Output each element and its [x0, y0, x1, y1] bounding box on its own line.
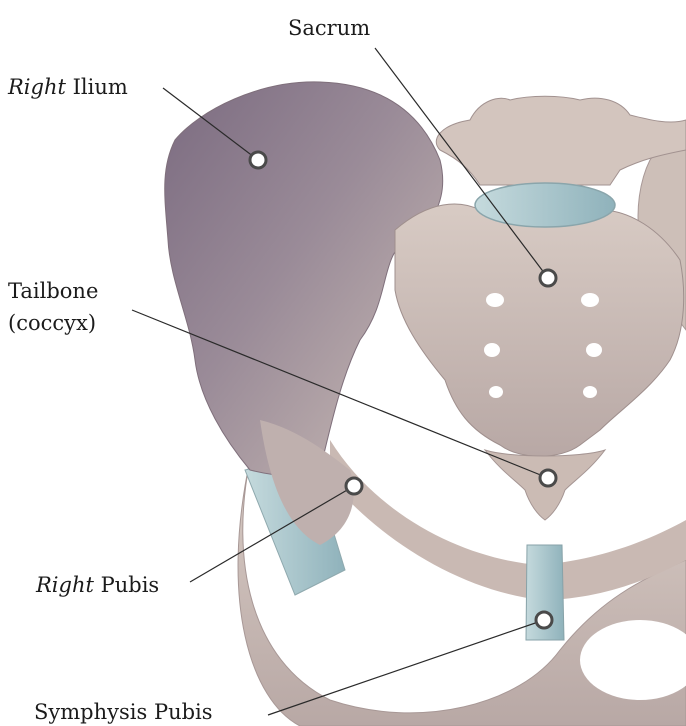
label-sacrum: Sacrum — [288, 16, 370, 40]
marker-right-pubis — [346, 478, 362, 494]
marker-sacrum — [540, 270, 556, 286]
marker-right-ilium — [250, 152, 266, 168]
label-tailbone-line2: (coccyx) — [8, 311, 96, 335]
label-right-pubis-italic: Right — [35, 573, 94, 597]
label-tailbone-line1: Tailbone — [8, 279, 98, 303]
label-right-ilium: Right Ilium — [7, 75, 128, 99]
label-right-pubis: Right Pubis — [35, 573, 159, 597]
right-ilium — [165, 82, 443, 545]
marker-symphysis-pubis — [536, 612, 552, 628]
label-right-pubis-text: Pubis — [94, 573, 159, 597]
label-right-ilium-italic: Right — [7, 75, 66, 99]
marker-tailbone — [540, 470, 556, 486]
label-symphysis-pubis: Symphysis Pubis — [34, 700, 213, 724]
label-right-ilium-text: Ilium — [66, 75, 128, 99]
